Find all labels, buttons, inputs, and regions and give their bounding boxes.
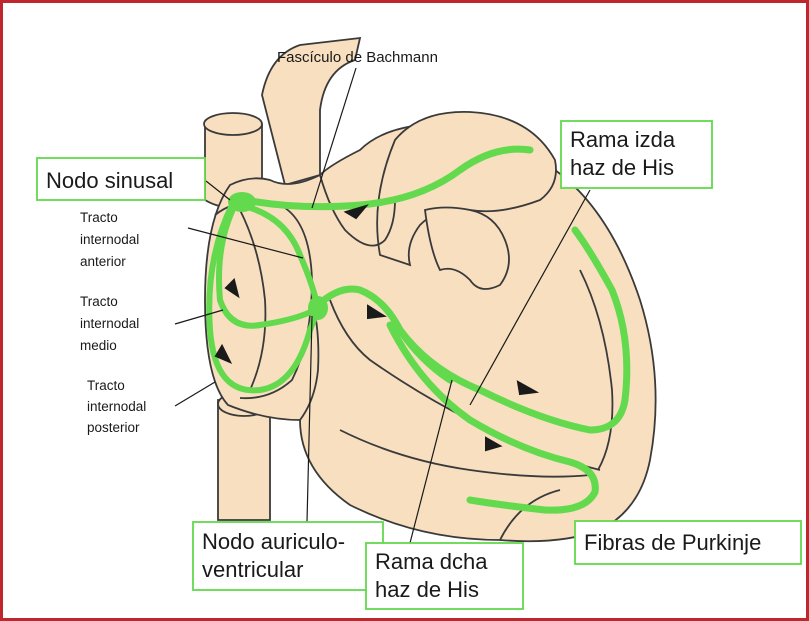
label-box-left-bundle: Rama izda haz de His [561, 121, 712, 188]
label-bachmann: Fascículo de Bachmann [277, 49, 438, 66]
label-av-node-line1: Nodo auriculo- [202, 529, 345, 554]
av-node-dot [308, 296, 328, 320]
label-posterior-line2: internodal [87, 399, 146, 414]
label-anterior-line1: Tracto [80, 210, 118, 225]
vena-cava-opening [204, 113, 262, 135]
label-right-bundle-line1: Rama dcha [375, 549, 488, 574]
label-box-av-node: Nodo auriculo- ventricular [193, 522, 383, 590]
inferior-vena-cava [218, 400, 270, 520]
label-right-bundle-line2: haz de His [375, 577, 479, 602]
label-posterior-line3: posterior [87, 420, 140, 435]
label-box-purkinje: Fibras de Purkinje [575, 521, 801, 564]
label-purkinje: Fibras de Purkinje [584, 530, 761, 555]
label-middle-line3: medio [80, 338, 117, 353]
label-left-bundle-line2: haz de His [570, 155, 674, 180]
label-anterior-line3: anterior [80, 254, 126, 269]
label-anterior-line2: internodal [80, 232, 139, 247]
label-posterior-line1: Tracto [87, 378, 125, 393]
label-box-right-bundle: Rama dcha haz de His [366, 543, 523, 609]
label-middle-line1: Tracto [80, 294, 118, 309]
label-sinus-node: Nodo sinusal [46, 168, 173, 193]
label-box-sinus-node: Nodo sinusal [37, 158, 205, 200]
label-left-bundle-line1: Rama izda [570, 127, 676, 152]
sinus-node-dot [228, 192, 256, 212]
label-middle-line2: internodal [80, 316, 139, 331]
label-av-node-line2: ventricular [202, 557, 303, 582]
